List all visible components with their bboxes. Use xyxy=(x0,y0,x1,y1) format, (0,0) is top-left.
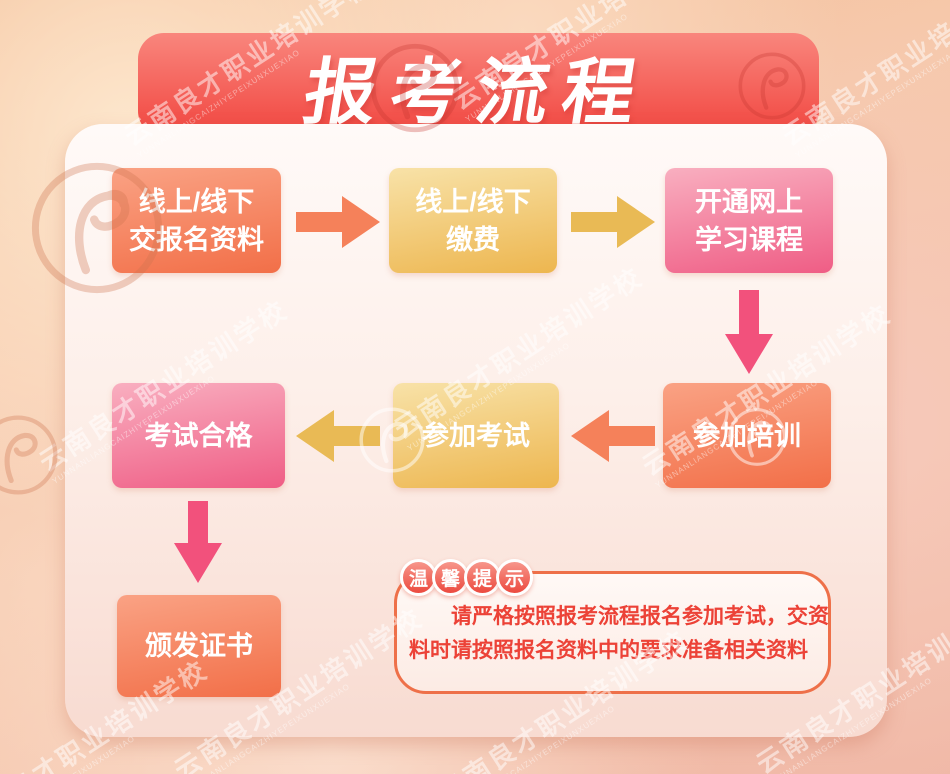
step-issue-certificate: 颁发证书 xyxy=(117,595,281,697)
step-label-line: 开通网上 xyxy=(695,186,803,217)
tip-text: 请严格按照报考流程报名参加考试，交资料时请按照报名资料中的要求准备相关资料 xyxy=(409,605,829,662)
step-label-line: 考试合格 xyxy=(144,420,253,451)
step-label-line: 参加考试 xyxy=(422,420,530,451)
arrow-right-icon xyxy=(571,196,655,248)
tip-badges: 温 馨 提 示 xyxy=(400,559,533,596)
step-submit-materials: 线上/线下 交报名资料 xyxy=(112,168,281,273)
tip-box: 温 馨 提 示 请严格按照报考流程报名参加考试，交资料时请按照报名资料中的要求准… xyxy=(394,559,831,694)
arrow-left-icon xyxy=(296,410,380,462)
arrow-down-icon xyxy=(725,290,773,374)
tip-badge-circle: 提 xyxy=(464,559,501,596)
step-take-exam: 参加考试 xyxy=(393,383,559,488)
tip-badge-circle: 示 xyxy=(496,559,533,596)
step-label-line: 线上/线下 xyxy=(415,186,531,217)
step-pay-fees: 线上/线下 缴费 xyxy=(389,168,557,273)
school-logo-watermark xyxy=(0,415,58,495)
step-label-line: 参加培训 xyxy=(693,420,801,451)
step-label-line: 学习课程 xyxy=(695,224,803,255)
tip-badge-circle: 温 xyxy=(400,559,437,596)
title-banner: 报考流程 xyxy=(138,33,819,137)
flow-card: 线上/线下 交报名资料 线上/线下 缴费 开通网上 学习课程 参加培训 xyxy=(65,124,887,737)
tip-badge-circle: 馨 xyxy=(432,559,469,596)
step-label-line: 线上/线下 xyxy=(138,186,255,217)
arrow-right-icon xyxy=(296,196,380,248)
step-attend-training: 参加培训 xyxy=(663,383,831,488)
arrow-left-icon xyxy=(571,410,655,462)
step-label-line: 缴费 xyxy=(446,224,500,255)
step-label-line: 颁发证书 xyxy=(145,631,253,661)
page-title: 报考流程 xyxy=(298,52,656,133)
arrow-down-icon xyxy=(174,501,222,583)
step-open-online-course: 开通网上 学习课程 xyxy=(665,168,833,273)
step-label-line: 交报名资料 xyxy=(129,224,264,255)
step-pass-exam: 考试合格 xyxy=(112,383,285,488)
